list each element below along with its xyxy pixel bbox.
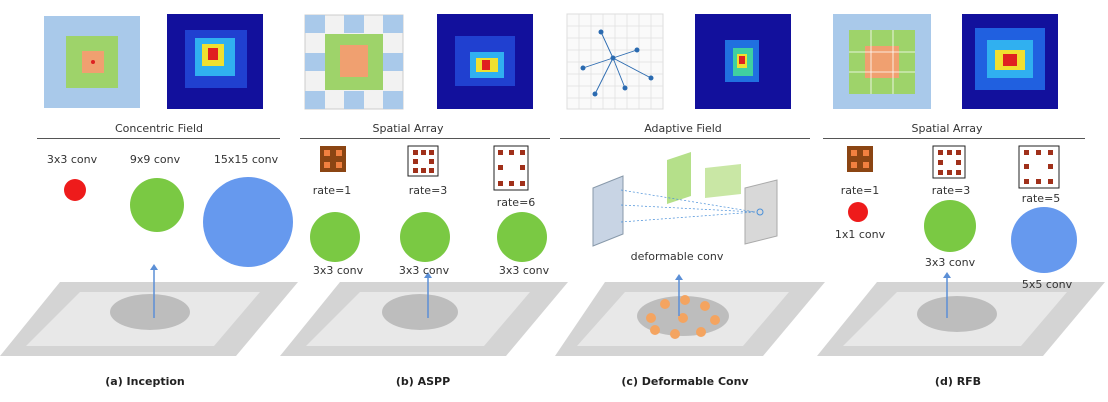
deformable-conv-illustration bbox=[592, 152, 778, 247]
panel-caption: (c) Deformable Conv bbox=[621, 375, 749, 388]
rfb-rate-kernel-5 bbox=[1018, 145, 1060, 189]
aspp-circle-2 bbox=[400, 212, 450, 262]
kernel-label: 3x3 conv bbox=[312, 264, 364, 277]
kernel-label: deformable conv bbox=[630, 250, 724, 263]
kernel-label: 1x1 conv bbox=[834, 228, 886, 241]
aspp-circle-1 bbox=[310, 212, 360, 262]
rfb-rate-kernel-3 bbox=[932, 145, 966, 179]
adaptive-field-map bbox=[566, 13, 664, 110]
section-rule bbox=[300, 138, 550, 139]
panel-caption: (d) RFB bbox=[934, 375, 982, 388]
rfb-1x1-dot bbox=[848, 202, 868, 222]
kernel-label: 3x3 conv bbox=[46, 153, 98, 166]
panel-caption: (a) Inception bbox=[105, 375, 185, 388]
field-label: Concentric Field bbox=[115, 122, 203, 135]
rate-label: rate=5 bbox=[1021, 192, 1061, 205]
rfb-spatial-array-map bbox=[833, 14, 931, 109]
rfb-heatmap bbox=[962, 14, 1058, 109]
aspp-graphics bbox=[280, 14, 568, 356]
aspp-input-image bbox=[280, 272, 568, 356]
section-rule bbox=[560, 138, 810, 139]
inception-heatmap bbox=[167, 14, 263, 109]
inception-input-image bbox=[0, 264, 298, 356]
field-label: Spatial Array bbox=[372, 122, 444, 135]
kernel-label: 15x15 conv bbox=[213, 153, 279, 166]
rfb-rate-kernel-1 bbox=[847, 146, 873, 172]
kernel-label: 3x3 conv bbox=[398, 264, 450, 277]
rfb-input-image bbox=[817, 272, 1105, 356]
field-label: Adaptive Field bbox=[644, 122, 722, 135]
rfb-3x3-circle bbox=[924, 200, 976, 252]
field-label: Spatial Array bbox=[911, 122, 983, 135]
section-rule bbox=[37, 138, 280, 139]
deformable-sample-points bbox=[646, 295, 720, 339]
concentric-field-map bbox=[44, 16, 140, 108]
spatial-array-map bbox=[304, 14, 404, 110]
rate-label: rate=3 bbox=[931, 184, 971, 197]
kernel-label: 3x3 conv bbox=[924, 256, 976, 269]
deformable-heatmap bbox=[695, 14, 791, 109]
rate-label: rate=3 bbox=[408, 184, 448, 197]
kernel-label: 9x9 conv bbox=[129, 153, 181, 166]
panel-rfb: Spatial Array rate=1 rate=3 rate=5 1x1 c… bbox=[815, 0, 1108, 402]
deformable-input-image bbox=[555, 274, 825, 356]
inception-graphics bbox=[0, 14, 298, 356]
kernel-3x3-dot bbox=[64, 179, 86, 201]
kernel-label: 3x3 conv bbox=[498, 264, 550, 277]
panel-inception: Concentric Field 3x3 conv 9x9 conv 15x15… bbox=[0, 0, 298, 402]
panel-caption: (b) ASPP bbox=[395, 375, 451, 388]
rate-label: rate=1 bbox=[840, 184, 880, 197]
kernel-label: 5x5 conv bbox=[1021, 278, 1073, 291]
rfb-5x5-circle bbox=[1011, 207, 1077, 273]
section-rule bbox=[823, 138, 1085, 139]
kernel-9x9-circle bbox=[130, 178, 184, 232]
rate-kernel-3 bbox=[407, 145, 439, 177]
rate-label: rate=6 bbox=[496, 196, 536, 209]
rate-kernel-1 bbox=[320, 146, 346, 172]
deformable-graphics bbox=[555, 13, 825, 356]
aspp-heatmap bbox=[437, 14, 533, 109]
rfb-graphics bbox=[817, 14, 1105, 356]
panel-aspp: Spatial Array rate=1 rate=3 rate=6 3x3 c… bbox=[280, 0, 568, 402]
rate-kernel-6 bbox=[493, 145, 529, 191]
kernel-15x15-circle bbox=[203, 177, 293, 267]
panel-deformable: Adaptive Field deformable conv (c) Defor… bbox=[555, 0, 825, 402]
aspp-circle-3 bbox=[497, 212, 547, 262]
rate-label: rate=1 bbox=[312, 184, 352, 197]
